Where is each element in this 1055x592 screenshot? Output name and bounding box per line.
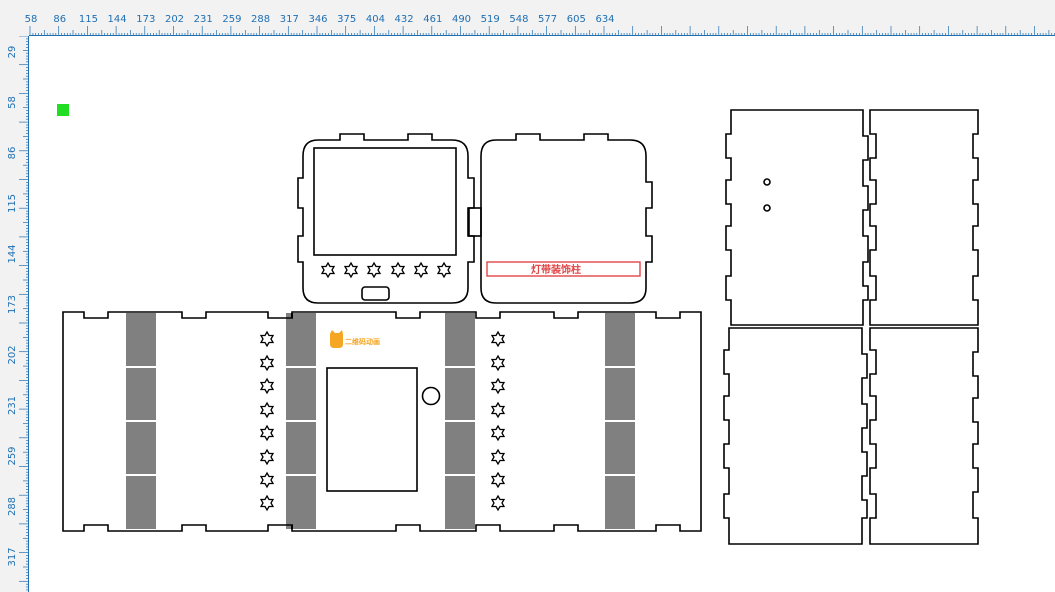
star-cutout bbox=[260, 449, 274, 465]
front-star-row bbox=[321, 262, 451, 278]
ruler-horizontal-scale: 58 86 115 144 173 202 231 259 288 317 346 375 404 432… bbox=[25, 14, 1055, 36]
ruler-label: 317 bbox=[7, 547, 18, 566]
star-cutout bbox=[491, 331, 505, 347]
window-cutout bbox=[326, 367, 418, 492]
ruler-vertical[interactable]: 29 58 86 115 144 173 202 231 259 288 317 bbox=[0, 36, 29, 592]
ruler-label: 577 bbox=[538, 14, 557, 25]
side-panel-top-left[interactable] bbox=[725, 109, 869, 326]
origin-marker[interactable] bbox=[57, 104, 69, 116]
ruler-label: 202 bbox=[165, 14, 184, 25]
ruler-label: 173 bbox=[136, 14, 155, 25]
ruler-label: 231 bbox=[7, 396, 18, 415]
living-hinge bbox=[126, 313, 156, 529]
logo-text: 二维码动画 bbox=[345, 337, 380, 346]
ruler-label: 375 bbox=[337, 14, 356, 25]
ruler-label: 490 bbox=[452, 14, 471, 25]
ruler-label: 259 bbox=[7, 446, 18, 465]
hinge-tab bbox=[468, 207, 482, 237]
star-cutout bbox=[260, 378, 274, 394]
ruler-label: 432 bbox=[395, 14, 414, 25]
star-cutout bbox=[260, 331, 274, 347]
ruler-vertical-scale: 29 58 86 115 144 173 202 231 259 288 317 bbox=[7, 36, 29, 592]
side-panel-bottom-right[interactable] bbox=[869, 327, 979, 545]
ruler-label: 317 bbox=[280, 14, 299, 25]
ruler-label: 548 bbox=[509, 14, 528, 25]
living-hinge bbox=[605, 313, 635, 529]
living-hinge bbox=[445, 313, 475, 529]
ruler-label: 58 bbox=[7, 96, 18, 109]
ruler-label: 173 bbox=[7, 295, 18, 314]
star-cutout bbox=[491, 472, 505, 488]
hinge-strip[interactable] bbox=[62, 311, 702, 532]
ruler-label: 115 bbox=[7, 194, 18, 213]
ruler-label: 231 bbox=[194, 14, 213, 25]
ruler-horizontal[interactable]: 58 86 115 144 173 202 231 259 288 317 346 375 404 432… bbox=[0, 0, 1055, 36]
side-panel-bottom-left[interactable] bbox=[723, 327, 868, 545]
star-cutout bbox=[491, 425, 505, 441]
star-cutout bbox=[260, 472, 274, 488]
ruler-label: 202 bbox=[7, 345, 18, 364]
star-cutout bbox=[491, 495, 505, 511]
ruler-label: 144 bbox=[108, 14, 127, 25]
button-slot bbox=[361, 286, 390, 301]
strip-star-column-left bbox=[260, 331, 274, 511]
star-cutout bbox=[491, 402, 505, 418]
cat-logo: 二维码动画 bbox=[330, 330, 380, 348]
mount-hole bbox=[763, 178, 771, 186]
ruler-label: 259 bbox=[222, 14, 241, 25]
screen-cutout bbox=[313, 147, 457, 256]
star-cutout bbox=[260, 402, 274, 418]
engraved-label-text: 灯带装饰柱 bbox=[531, 263, 581, 276]
ruler-label: 86 bbox=[7, 147, 18, 160]
star-cutout bbox=[260, 425, 274, 441]
knob-hole bbox=[421, 386, 441, 406]
star-cutout bbox=[491, 355, 505, 371]
drawing-surface: 灯带装饰柱 二维码动画 bbox=[57, 104, 979, 545]
ruler-label: 115 bbox=[79, 14, 98, 25]
ruler-label: 288 bbox=[7, 497, 18, 516]
ruler-label: 144 bbox=[7, 244, 18, 263]
engraved-label-frame bbox=[486, 261, 641, 277]
living-hinge bbox=[286, 313, 316, 529]
ruler-label: 519 bbox=[481, 14, 500, 25]
star-cutout bbox=[491, 449, 505, 465]
design-canvas[interactable]: 灯带装饰柱 二维码动画 bbox=[29, 36, 1055, 592]
ruler-label: 605 bbox=[567, 14, 586, 25]
strip-star-column-right bbox=[491, 331, 505, 511]
ruler-label: 634 bbox=[595, 14, 614, 25]
star-cutout bbox=[260, 495, 274, 511]
ruler-label: 58 bbox=[25, 14, 38, 25]
mount-hole bbox=[763, 204, 771, 212]
star-cutout bbox=[260, 355, 274, 371]
side-panel-top-right[interactable] bbox=[869, 109, 979, 326]
back-panel[interactable] bbox=[468, 133, 653, 304]
living-hinge-zones bbox=[126, 313, 635, 529]
ruler-label: 86 bbox=[53, 14, 66, 25]
star-cutout bbox=[491, 378, 505, 394]
front-panel[interactable] bbox=[297, 133, 475, 304]
ruler-label: 404 bbox=[366, 14, 385, 25]
ruler-label: 288 bbox=[251, 14, 270, 25]
ruler-label: 346 bbox=[308, 14, 327, 25]
ruler-label: 461 bbox=[423, 14, 442, 25]
ruler-label: 29 bbox=[7, 46, 18, 59]
